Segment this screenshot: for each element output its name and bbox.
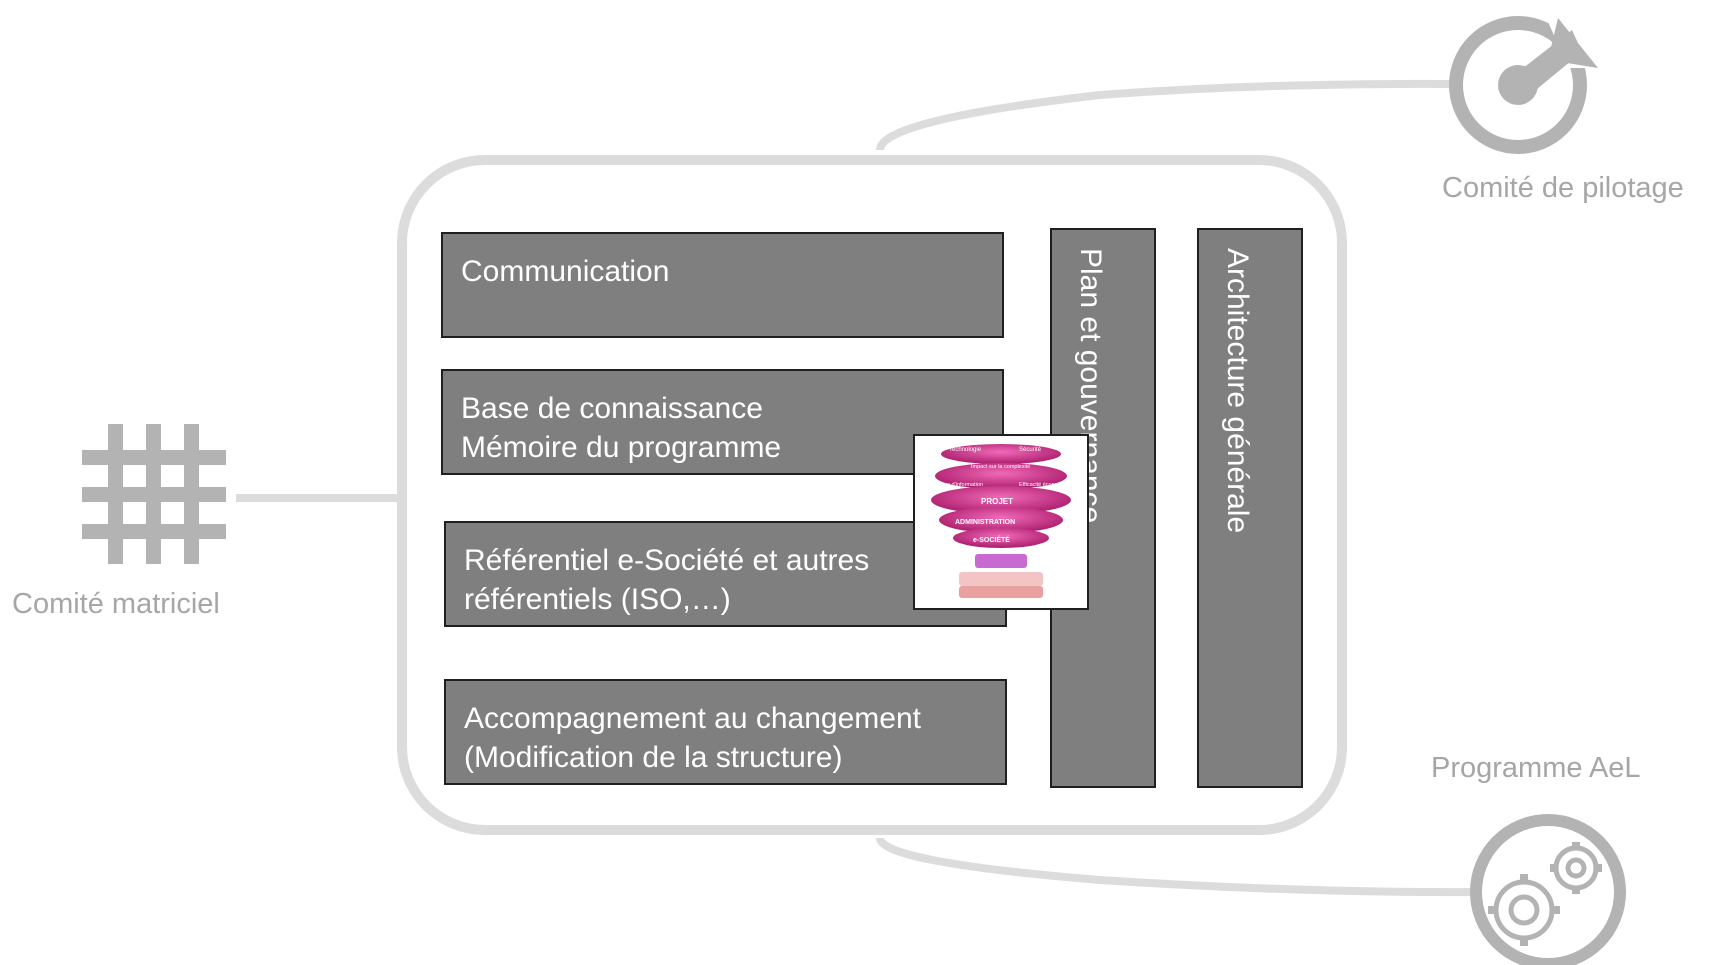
pyramid-text-esociete: e-SOCIÉTÉ xyxy=(973,535,1010,544)
box-knowledge-base: Base de connaissance Mémoire du programm… xyxy=(441,369,1004,475)
box-change-management-line1: Accompagnement au changement xyxy=(464,702,921,735)
program-connector xyxy=(876,836,1481,897)
box-knowledge-base-line2: Mémoire du programme xyxy=(461,431,782,464)
e-societe-pyramid-image: Technologie Sécurité Impact sur la compl… xyxy=(913,434,1089,610)
box-communication: Communication xyxy=(441,232,1004,338)
column-architecture: Architecture générale xyxy=(1197,228,1303,788)
pyramid-text-technology: Technologie xyxy=(949,447,982,453)
pyramid-text-efficiency: Efficacité économique xyxy=(1019,482,1073,488)
pyramid-text-complexity: Impact sur la complexité xyxy=(971,464,1030,470)
box-communication-label: Communication xyxy=(461,255,670,288)
pyramid-text-policy: Politique d'information xyxy=(929,482,983,488)
column-architecture-label: Architecture générale xyxy=(1221,248,1254,534)
box-knowledge-base-line1: Base de connaissance xyxy=(461,392,763,425)
label-comite-pilotage: Comité de pilotage xyxy=(1442,172,1684,204)
box-change-management: Accompagnement au changement (Modificati… xyxy=(444,679,1007,785)
grid-icon xyxy=(82,424,226,564)
box-change-management-line2: (Modification de la structure) xyxy=(464,741,843,774)
gears-icon xyxy=(1470,814,1626,965)
pyramid-illustration: Technologie Sécurité Impact sur la compl… xyxy=(929,444,1073,598)
pyramid-text-administration: ADMINISTRATION xyxy=(955,519,1015,526)
pyramid-text-project: PROJET xyxy=(981,497,1013,506)
label-programme-ael: Programme AeL xyxy=(1431,752,1641,784)
box-referential-line2: référentiels (ISO,…) xyxy=(464,583,731,616)
box-referential-line1: Référentiel e-Société et autres xyxy=(464,544,870,577)
steering-target-icon xyxy=(1449,10,1598,154)
pyramid-text-security: Sécurité xyxy=(1019,447,1042,453)
steering-connector xyxy=(876,79,1451,151)
label-comite-matriciel: Comité matriciel xyxy=(12,588,220,620)
